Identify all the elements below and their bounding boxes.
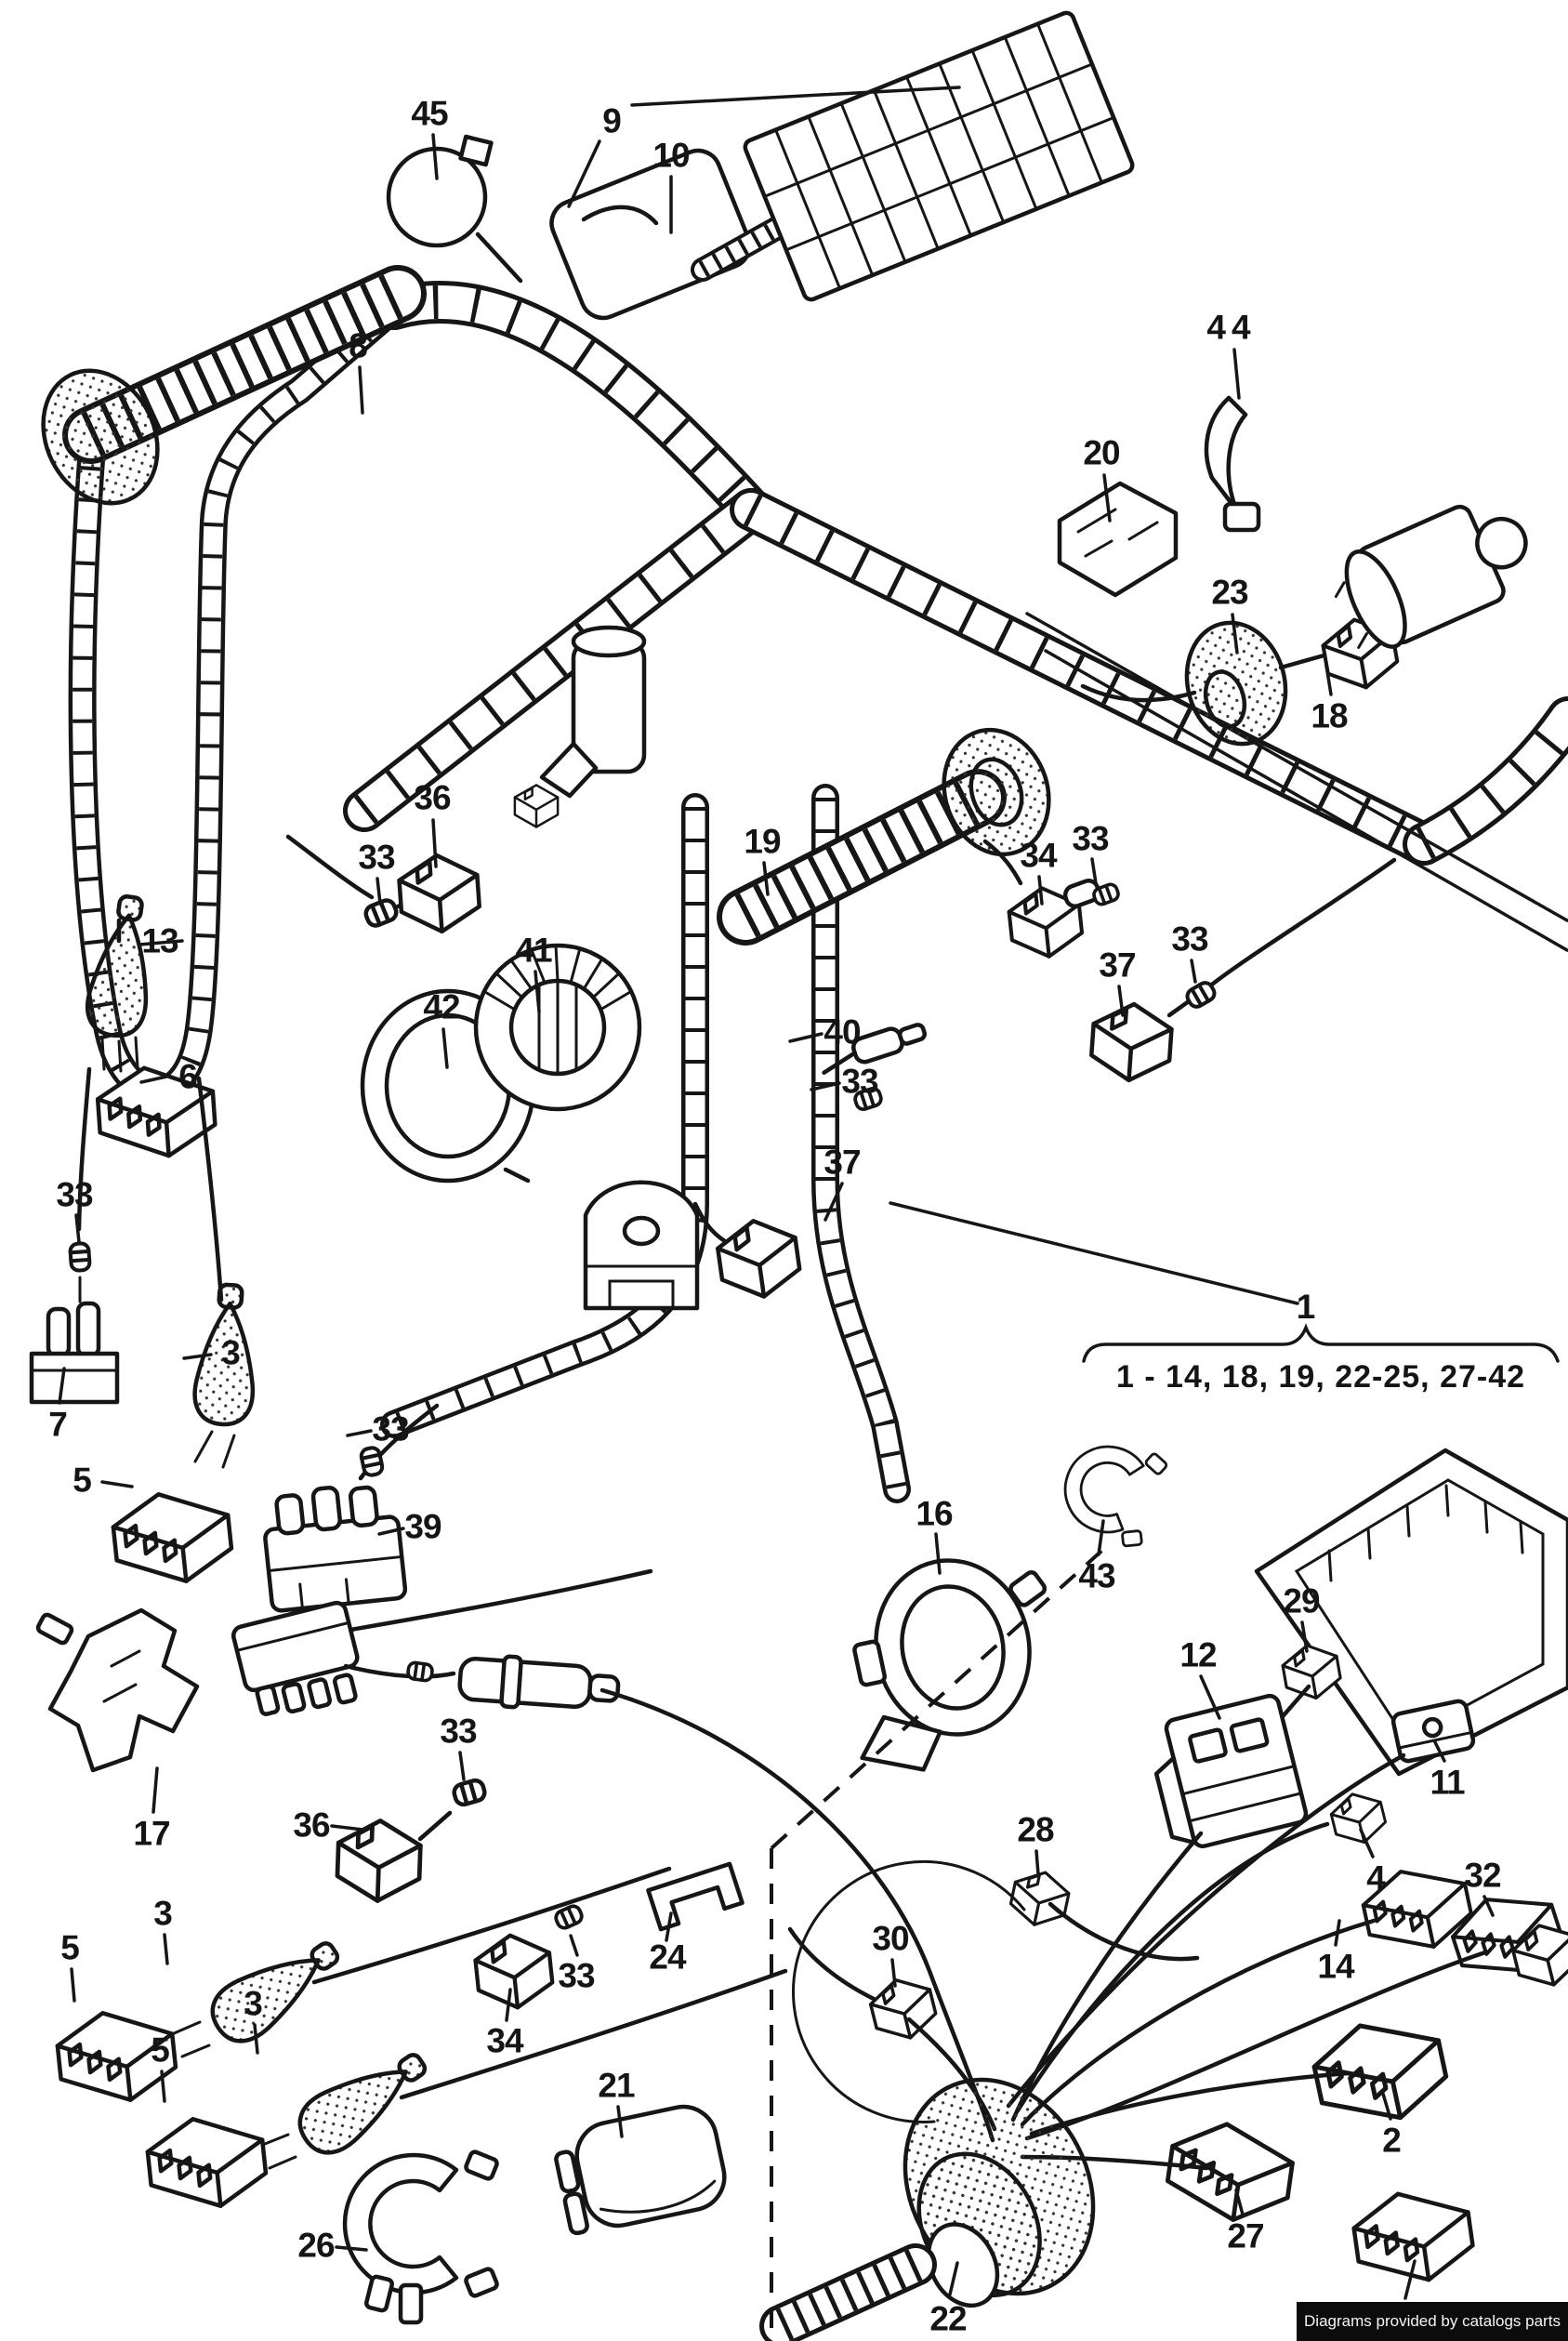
callout-8: 8 xyxy=(349,326,368,365)
callout-40: 40 xyxy=(824,1012,861,1051)
callout-13: 13 xyxy=(141,921,178,960)
callout-leaders xyxy=(58,86,1495,2300)
callout-5-c: 5 xyxy=(151,2030,170,2070)
callout-29: 29 xyxy=(1283,1581,1320,1620)
callout-20: 20 xyxy=(1083,433,1120,472)
callout-36-a: 36 xyxy=(414,778,451,817)
callout-2: 2 xyxy=(1382,2121,1402,2160)
callout-33-b: 33 xyxy=(841,1062,878,1101)
sensor-7 xyxy=(29,1066,120,1405)
callout-4: 4 xyxy=(1366,1858,1386,1898)
callout-22: 22 xyxy=(929,2299,967,2338)
callout-28: 28 xyxy=(1017,1810,1054,1849)
callout-14: 14 xyxy=(1317,1947,1354,1986)
callout-7: 7 xyxy=(48,1405,68,1444)
callout-37-b: 37 xyxy=(1099,946,1136,985)
callout-36-b: 36 xyxy=(293,1805,330,1845)
corrugated-tube xyxy=(41,265,427,506)
callout-43: 43 xyxy=(1078,1556,1115,1595)
relay-plate xyxy=(1254,1448,1568,1777)
callout-19: 19 xyxy=(744,822,781,861)
callout-30: 30 xyxy=(872,1919,909,1958)
callout-16: 16 xyxy=(916,1494,953,1533)
callout-32: 32 xyxy=(1464,1856,1501,1895)
footer-credit-text: Diagrams provided by catalogs parts xyxy=(1304,2312,1561,2330)
callout-3-b: 3 xyxy=(153,1894,173,1933)
bulkhead-grommet-22 xyxy=(759,1752,1488,2341)
callout-33-e: 33 xyxy=(56,1175,93,1214)
callout-44: 44 xyxy=(1206,308,1257,347)
callout-6: 6 xyxy=(178,1057,198,1096)
connector-39 xyxy=(263,1403,440,1613)
callout-33-g: 33 xyxy=(440,1712,477,1751)
callout-21: 21 xyxy=(598,2066,635,2105)
mid-right-connectors xyxy=(982,839,1397,1083)
footer-credit-bar: Diagrams provided by catalogs parts xyxy=(1297,2302,1568,2341)
grommet-ring-16 xyxy=(852,1558,1048,1772)
callout-33-h: 33 xyxy=(558,1956,595,1995)
connector-36-upper xyxy=(285,834,481,934)
callout-26: 26 xyxy=(297,2226,335,2265)
ignition-coil xyxy=(583,1180,803,1311)
callout-34-b: 34 xyxy=(486,2021,523,2060)
sensors-3-5-lower xyxy=(55,1866,788,2213)
sensor-3-5-upper xyxy=(111,1076,260,1588)
callout-33-f: 33 xyxy=(372,1409,409,1448)
connector-11 xyxy=(1390,1699,1476,1764)
cable-tie xyxy=(386,134,523,284)
bottom-right-connectors xyxy=(864,1639,1568,2289)
callout-37-a: 37 xyxy=(824,1143,861,1182)
callout-11: 11 xyxy=(1430,1763,1465,1802)
callout-33-c: 33 xyxy=(1072,819,1109,858)
callout-34-a: 34 xyxy=(1020,836,1057,875)
callout-42: 42 xyxy=(423,987,460,1026)
callout-33-a: 33 xyxy=(358,838,395,877)
callout-5-b: 5 xyxy=(60,1928,80,1967)
callout-33-d: 33 xyxy=(1171,919,1208,959)
callout-5-a: 5 xyxy=(72,1461,92,1500)
group-boundary xyxy=(770,1201,1560,2337)
callout-9: 9 xyxy=(602,101,622,140)
bracket xyxy=(1057,481,1179,598)
callout-24: 24 xyxy=(649,1938,686,1977)
callout-10: 10 xyxy=(652,136,690,175)
ribbed-hose xyxy=(717,727,1051,946)
harness-clip-43 xyxy=(1052,1434,1168,1548)
callout-39: 39 xyxy=(404,1507,441,1546)
control-module xyxy=(743,10,1135,302)
grommet-and-motor xyxy=(1080,504,1528,747)
sensor-40 xyxy=(822,1023,928,1114)
callout-12: 12 xyxy=(1179,1635,1217,1674)
connector-34-lower xyxy=(473,1861,744,2012)
protective-cap xyxy=(554,2104,727,2236)
callout-3-c: 3 xyxy=(244,1984,263,2023)
bracket-17 xyxy=(35,1607,200,1773)
connector-36-lower xyxy=(336,1779,486,1902)
callout-3-a: 3 xyxy=(221,1333,241,1372)
callout-23: 23 xyxy=(1211,573,1248,612)
solenoid-valve xyxy=(513,625,647,828)
callout-27: 27 xyxy=(1227,2216,1264,2255)
callout-18: 18 xyxy=(1311,696,1348,735)
left-branch-13-6 xyxy=(84,893,217,1161)
blower-wheel xyxy=(473,943,642,1112)
group-1-items: 1 - 14, 18, 19, 22-25, 27-42 xyxy=(1115,1359,1526,1395)
callout-45: 45 xyxy=(411,94,448,133)
harness-clip-26 xyxy=(345,2149,499,2325)
callout-17: 17 xyxy=(133,1814,170,1853)
relay-12 xyxy=(1153,1693,1309,1849)
group-1-label: 1 xyxy=(1296,1288,1316,1326)
callout-41: 41 xyxy=(515,931,552,970)
retaining-clip xyxy=(1204,395,1261,533)
